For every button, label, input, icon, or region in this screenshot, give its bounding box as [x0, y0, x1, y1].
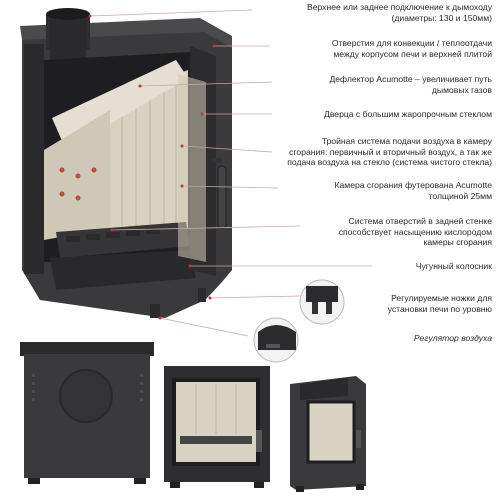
annotation-flue-line: Верхнее или заднее подключение к дымоход… [306, 2, 492, 12]
left-wall [24, 44, 44, 274]
annotation-convection-line: между корпусом печи и верхней плитой [333, 48, 492, 59]
legs-zoom-circle [299, 279, 345, 325]
annotation-chamber-line: Камера сгорания футерована Acumotte [334, 180, 493, 190]
annotation-air-system-line: сгорания: первичный и вторичный воздух, … [289, 146, 492, 157]
annotation-air-system-line: подача воздуха на стекло (система чистог… [287, 157, 492, 167]
annotation-legs: Регулируемые ножки для установки печи по… [388, 293, 492, 314]
stove-back-view [20, 342, 154, 484]
ash-pan [50, 250, 196, 290]
callout-markers [88, 14, 216, 320]
callout-lines [89, 9, 372, 337]
annotation-air-system: Тройная система подачи воздуха в камеру … [287, 136, 492, 168]
annotation-chamber: Камера сгорания футерована Acumotte толщ… [335, 180, 493, 201]
annotation-legs-line: установки печи по уровню [387, 303, 492, 314]
annotation-door-line: Дверца с большим жаропрочным стеклом [324, 109, 492, 119]
annotation-convection: Отверстия для конвекции / теплоотдачи ме… [332, 38, 492, 59]
annotation-legs-line: Регулируемые ножки для [391, 293, 492, 303]
annotation-deflector: Дефлектор Acumotte – увеличивает путь ды… [329, 74, 492, 95]
annotation-rear-holes: Система отверстий в задней стенке способ… [339, 216, 492, 248]
rear-air-holes [59, 167, 97, 201]
door-glass [178, 74, 206, 262]
annotation-regulator-line: Регулятор воздуха [413, 333, 492, 343]
annotation-deflector-line: Дефлектор Acumotte – увеличивает путь [329, 74, 492, 84]
annotation-chamber-line: толщиной 25мм [428, 190, 492, 201]
side-leg [198, 288, 206, 302]
annotation-rear-holes-line: Система отверстий в задней стенке [348, 216, 492, 226]
cast-iron-grate [56, 222, 190, 258]
stove-angled-view [290, 376, 366, 492]
annotation-convection-line: Отверстия для конвекции / теплоотдачи [331, 38, 492, 48]
annotation-air-system-line: Тройная система подачи воздуха в камеру [321, 136, 492, 146]
stove-front-view [164, 366, 270, 488]
annotation-rear-holes-line: способствует насыщению кислородом [338, 226, 492, 237]
annotation-flue-line: (диаметры: 130 и 150мм) [391, 12, 492, 23]
regulator-zoom-circle [253, 317, 299, 363]
annotation-deflector-line: дымовых газов [431, 84, 492, 95]
annotation-flue: Верхнее или заднее подключение к дымоход… [307, 2, 492, 23]
annotation-rear-holes-line: камеры сгорания [423, 237, 492, 247]
annotation-grate: Чугунный колосник [416, 261, 492, 272]
annotation-regulator: Регулятор воздуха [414, 333, 492, 344]
annotation-door: Дверца с большим жаропрочным стеклом [324, 109, 492, 120]
annotation-grate-line: Чугунный колосник [415, 261, 492, 271]
front-leg [150, 304, 160, 318]
